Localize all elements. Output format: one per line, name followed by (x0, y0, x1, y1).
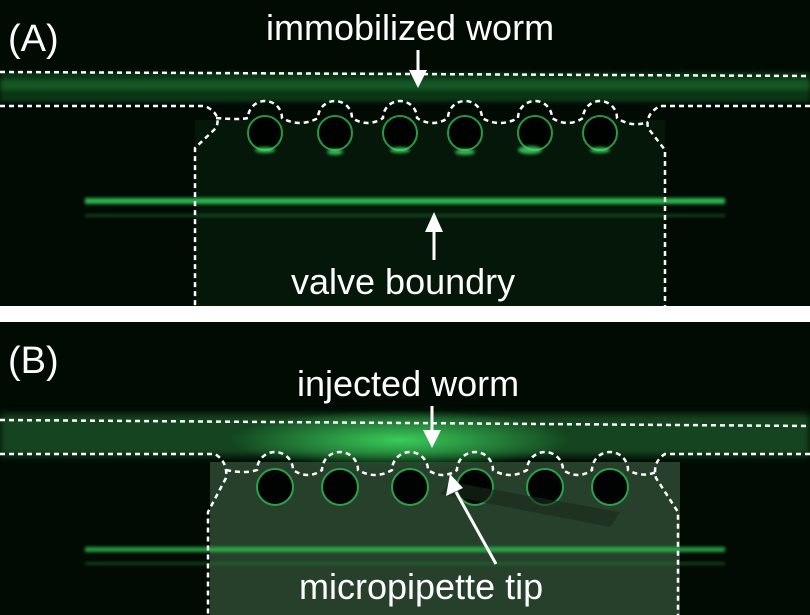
valve-boundary-line (85, 198, 725, 204)
arrows (423, 406, 498, 565)
panel-b: (B) injected worm micropipette tip (0, 322, 810, 615)
arrows (409, 50, 443, 260)
injected-worm-label: injected worm (297, 363, 520, 404)
panel-a: (A) immobilized worm valve boundry (0, 0, 810, 306)
channel-outline (0, 70, 810, 306)
micropipette-tip-label: micropipette tip (299, 566, 544, 607)
pillar-row (247, 115, 618, 151)
panel-a-micrograph (0, 0, 810, 306)
channel-outline (0, 418, 810, 615)
injection-glow (230, 410, 570, 470)
immobilized-worm-label: immobilized worm (266, 7, 555, 48)
valve-boundary-line (85, 547, 725, 552)
panel-label-b: (B) (8, 340, 59, 382)
panel-label-a: (A) (8, 18, 59, 60)
micropipette-shadow (440, 482, 620, 527)
panel-b-micrograph (0, 322, 810, 615)
valve-boundary-label: valve boundry (291, 261, 516, 302)
